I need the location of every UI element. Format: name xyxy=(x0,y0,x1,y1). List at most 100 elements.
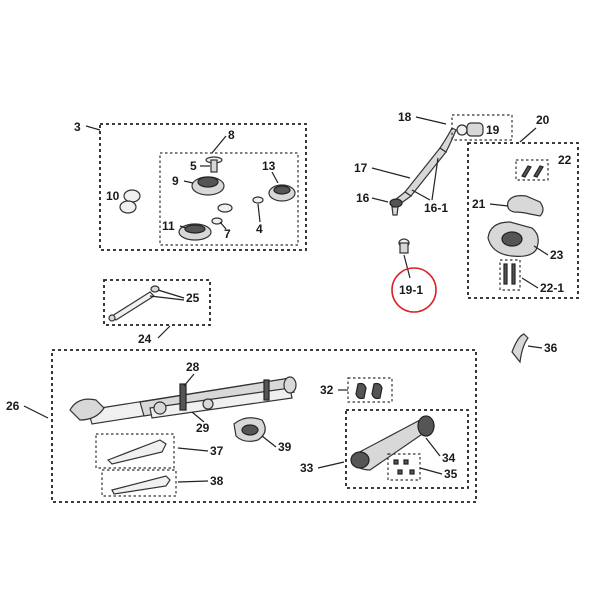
part-22-screws xyxy=(521,165,544,178)
part-17-rod xyxy=(394,127,457,205)
label-10: 10 xyxy=(106,189,120,203)
label-16-1: 16-1 xyxy=(424,201,448,215)
part-19-grip xyxy=(456,122,484,137)
leader-22-1 xyxy=(521,277,539,289)
label-22-1: 22-1 xyxy=(540,281,564,295)
label-4: 4 xyxy=(256,222,263,236)
label-13: 13 xyxy=(262,159,276,173)
part-37-guard xyxy=(106,439,167,465)
leader-7 xyxy=(219,221,227,230)
part-19-1-nut xyxy=(398,238,410,254)
group-35-box xyxy=(387,453,421,481)
label-39: 39 xyxy=(278,440,292,454)
leader-8 xyxy=(211,135,227,154)
label-38: 38 xyxy=(210,474,224,488)
leader-17 xyxy=(371,167,411,179)
group-3-box xyxy=(99,123,307,251)
leader-13 xyxy=(271,171,279,184)
leader-4 xyxy=(257,203,261,223)
label-11: 11 xyxy=(162,219,175,233)
part-39-clamp xyxy=(233,417,266,442)
label-26: 26 xyxy=(6,399,20,413)
leader-29 xyxy=(191,411,205,423)
part-22-1-bolts xyxy=(503,263,516,285)
label-25: 25 xyxy=(186,291,200,305)
label-36: 36 xyxy=(544,341,558,355)
label-8: 8 xyxy=(228,128,235,142)
label-19: 19 xyxy=(486,123,500,137)
part-36-bracket xyxy=(511,333,529,364)
label-18: 18 xyxy=(398,110,412,124)
label-23: 23 xyxy=(550,248,564,262)
group-38-box xyxy=(101,469,177,497)
leader-9 xyxy=(183,180,194,184)
part-25-rod xyxy=(108,285,160,322)
label-3: 3 xyxy=(74,120,81,134)
part-21-clamp xyxy=(507,195,544,217)
part-10-caps xyxy=(119,189,141,214)
leader-16-1b xyxy=(431,157,439,201)
label-7: 7 xyxy=(224,227,231,241)
leader-39 xyxy=(261,435,277,448)
part-34-triple-clamp xyxy=(350,415,436,471)
group-37-box xyxy=(95,433,175,469)
leader-33 xyxy=(317,461,345,469)
leader-38 xyxy=(177,480,209,483)
leader-23 xyxy=(533,245,549,256)
part-23-housing xyxy=(487,221,539,257)
part-13-bearing xyxy=(268,184,296,202)
leader-16-1a xyxy=(411,189,431,201)
leader-21 xyxy=(489,203,509,207)
leader-3 xyxy=(85,125,101,131)
label-5: 5 xyxy=(190,159,197,173)
part-28-fork-tubes xyxy=(69,376,297,425)
leader-18 xyxy=(415,116,447,125)
label-17: 17 xyxy=(354,161,368,175)
label-24: 24 xyxy=(138,332,152,346)
group-33-box xyxy=(345,409,469,489)
leader-37 xyxy=(177,447,209,452)
part-35-bolts xyxy=(393,459,415,475)
label-29: 29 xyxy=(196,421,210,435)
part-ring-small xyxy=(211,196,264,225)
leader-26 xyxy=(23,405,49,419)
leader-25b xyxy=(149,295,185,301)
label-9: 9 xyxy=(172,174,179,188)
part-11-bearing xyxy=(178,223,212,241)
label-37: 37 xyxy=(210,444,224,458)
group-22-1-box xyxy=(499,259,521,291)
group-20-box xyxy=(467,142,579,299)
leader-34 xyxy=(425,437,441,457)
label-22: 22 xyxy=(558,153,572,167)
group-24-box xyxy=(103,279,211,326)
group-32-box xyxy=(347,377,393,403)
group-22-box xyxy=(515,159,549,181)
leader-19-1 xyxy=(403,254,411,279)
label-28: 28 xyxy=(186,360,200,374)
leader-35 xyxy=(419,467,443,475)
part-9-bearing xyxy=(191,176,225,196)
leader-20 xyxy=(519,127,537,143)
leader-11 xyxy=(179,225,187,229)
label-33: 33 xyxy=(300,461,314,475)
part-16-knob xyxy=(389,198,403,216)
part-5-screw xyxy=(205,156,223,173)
leader-16 xyxy=(371,197,389,203)
leader-25a xyxy=(157,289,185,299)
label-35: 35 xyxy=(444,467,458,481)
group-19-box xyxy=(451,114,513,141)
group-26-box xyxy=(51,349,477,503)
label-21: 21 xyxy=(472,197,486,211)
label-19-1: 19-1 xyxy=(399,283,423,297)
label-34: 34 xyxy=(442,451,456,465)
highlight-circle-19-1 xyxy=(391,267,437,313)
leader-28 xyxy=(183,373,195,387)
label-16: 16 xyxy=(356,191,370,205)
part-38-guard xyxy=(111,475,171,495)
part-32-plates xyxy=(355,382,383,400)
label-32: 32 xyxy=(320,383,334,397)
label-20: 20 xyxy=(536,113,550,127)
leader-24 xyxy=(157,325,171,339)
leader-36 xyxy=(527,345,543,349)
